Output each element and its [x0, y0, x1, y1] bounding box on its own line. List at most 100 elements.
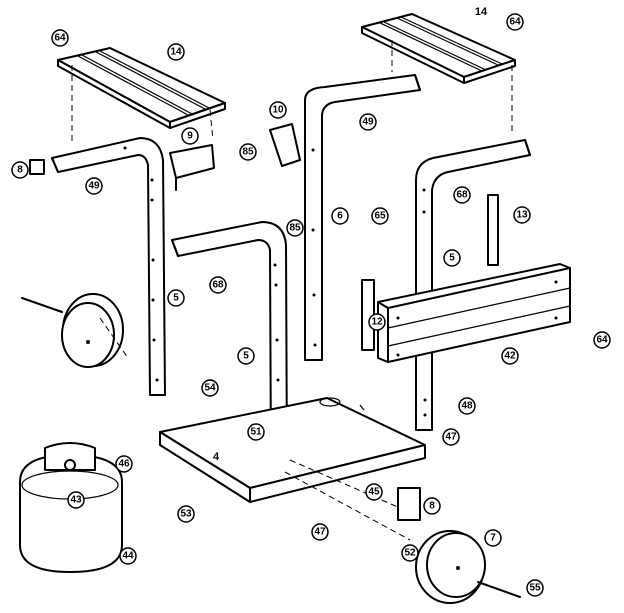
callout-circle [371, 207, 389, 225]
callout-45: 45 [365, 483, 383, 501]
callout-label: 9 [187, 131, 193, 142]
callout-label: 4 [213, 451, 220, 463]
callout-44: 44 [119, 547, 137, 565]
callout-42: 42 [501, 347, 519, 365]
callout-label: 68 [456, 190, 468, 201]
callout-circle [401, 544, 419, 562]
callout-circle [85, 177, 103, 195]
callout-label: 53 [180, 509, 192, 520]
callout-circle [201, 379, 219, 397]
callout-label: 13 [516, 210, 528, 221]
callout-label: 64 [54, 33, 66, 44]
callout-5: 5 [237, 347, 255, 365]
callout-label: 64 [509, 17, 521, 28]
callout-label: 85 [242, 147, 254, 158]
callout-4: 4 [213, 451, 220, 463]
left-wheel [61, 293, 124, 368]
callout-10: 10 [269, 101, 287, 119]
callout-68: 68 [209, 276, 227, 294]
callout-label: 85 [289, 223, 301, 234]
callout-label: 51 [250, 427, 262, 438]
callout-circle [269, 101, 287, 119]
callout-9: 9 [181, 127, 199, 145]
callout-49: 49 [359, 113, 377, 131]
callout-label: 5 [173, 293, 179, 304]
bottom-tray [159, 397, 426, 503]
callout-64: 64 [506, 13, 524, 31]
bracket-13 [487, 194, 499, 266]
callout-label: 55 [529, 583, 541, 594]
callout-label: 8 [17, 165, 23, 176]
callout-circle [167, 289, 185, 307]
left-side-shelf [57, 47, 226, 129]
callout-label: 46 [118, 459, 130, 470]
callout-43: 43 [67, 491, 85, 509]
right-wheel [415, 530, 486, 604]
callout-circle [423, 497, 441, 515]
callout-circle [115, 455, 133, 473]
callout-label: 65 [374, 211, 386, 222]
callout-circle [51, 29, 69, 47]
callout-label: 64 [596, 335, 608, 346]
callout-64: 64 [593, 331, 611, 349]
callout-circle [181, 127, 199, 145]
callout-51: 51 [247, 423, 265, 441]
callout-label: 68 [212, 280, 224, 291]
right-frame-leg [415, 139, 531, 431]
callout-14: 14 [167, 43, 185, 61]
alignment-lines [71, 40, 513, 541]
callout-5: 5 [443, 249, 461, 267]
callout-circle [506, 13, 524, 31]
callout-label: 47 [314, 527, 326, 538]
callout-circle [239, 143, 257, 161]
callout-circle [593, 331, 611, 349]
callout-circle [453, 186, 471, 204]
callout-52: 52 [401, 544, 419, 562]
callout-label: 47 [445, 432, 457, 443]
callout-68: 68 [453, 186, 471, 204]
callout-label: 5 [449, 253, 455, 264]
callout-circle [501, 347, 519, 365]
callout-circle [359, 113, 377, 131]
left-axle-bolt [21, 297, 63, 313]
bracket-9 [169, 144, 215, 191]
callout-49: 49 [85, 177, 103, 195]
callout-13: 13 [513, 206, 531, 224]
callout-label: 7 [490, 533, 496, 544]
callout-53: 53 [177, 505, 195, 523]
callout-circle [177, 505, 195, 523]
callout-48: 48 [458, 397, 476, 415]
callout-47: 47 [311, 523, 329, 541]
callout-label: 52 [404, 548, 416, 559]
callout-label: 6 [337, 211, 343, 222]
bracket-10 [269, 123, 301, 167]
right-axle-bolt [477, 581, 521, 598]
callout-circle [513, 206, 531, 224]
callout-64: 64 [51, 29, 69, 47]
right-side-shelf [361, 13, 516, 84]
front-board [377, 263, 571, 363]
callout-label: 10 [272, 105, 284, 116]
callout-circle [167, 43, 185, 61]
callout-label: 42 [504, 351, 516, 362]
callout-8: 8 [423, 497, 441, 515]
callout-label: 49 [88, 181, 100, 192]
callout-12: 12 [368, 313, 386, 331]
callout-circle [209, 276, 227, 294]
callout-label: 14 [475, 6, 488, 18]
center-frame-leg [304, 74, 421, 361]
callout-14: 14 [475, 6, 488, 18]
callout-label: 43 [70, 495, 82, 506]
callout-54: 54 [201, 379, 219, 397]
callout-circle [365, 483, 383, 501]
callout-85: 85 [239, 143, 257, 161]
callout-47: 47 [442, 428, 460, 446]
callout-label: 49 [362, 117, 374, 128]
callout-6: 6 [331, 207, 349, 225]
callout-circle [368, 313, 386, 331]
callout-circle [443, 249, 461, 267]
callout-circle [11, 161, 29, 179]
callout-circle [311, 523, 329, 541]
callout-circle [484, 529, 502, 547]
